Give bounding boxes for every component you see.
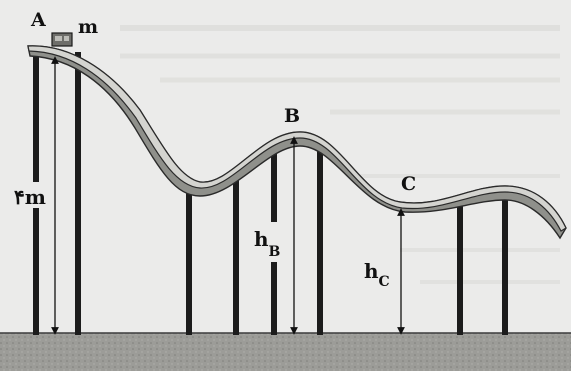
label-height-c-sub: C (379, 274, 390, 290)
label-height-b-sub: B (269, 244, 281, 260)
track-side (27, 45, 567, 240)
label-mass: m (78, 16, 98, 38)
label-height-c: hC (364, 259, 390, 290)
label-height-b: hB (254, 227, 281, 260)
post-8 (502, 196, 508, 335)
label-height-c-symbol: h (364, 259, 379, 283)
label-point-a: A (30, 9, 46, 31)
label-height-a: ۴m (14, 185, 46, 209)
post-6 (317, 146, 323, 335)
label-point-c: C (401, 173, 416, 195)
support-posts (33, 50, 508, 335)
mass-block (51, 32, 73, 47)
label-bg-height-a (12, 182, 54, 208)
label-point-b: B (284, 105, 300, 127)
post-7 (457, 196, 463, 335)
post-4 (233, 176, 239, 335)
label-bg-height-b (251, 222, 291, 262)
background-texture (120, 25, 560, 284)
label-height-b-symbol: h (254, 227, 269, 251)
ground (0, 333, 571, 371)
track-top (27, 45, 567, 232)
post-2 (75, 52, 81, 335)
label-bg-height-c (362, 254, 400, 292)
post-3 (186, 182, 192, 335)
